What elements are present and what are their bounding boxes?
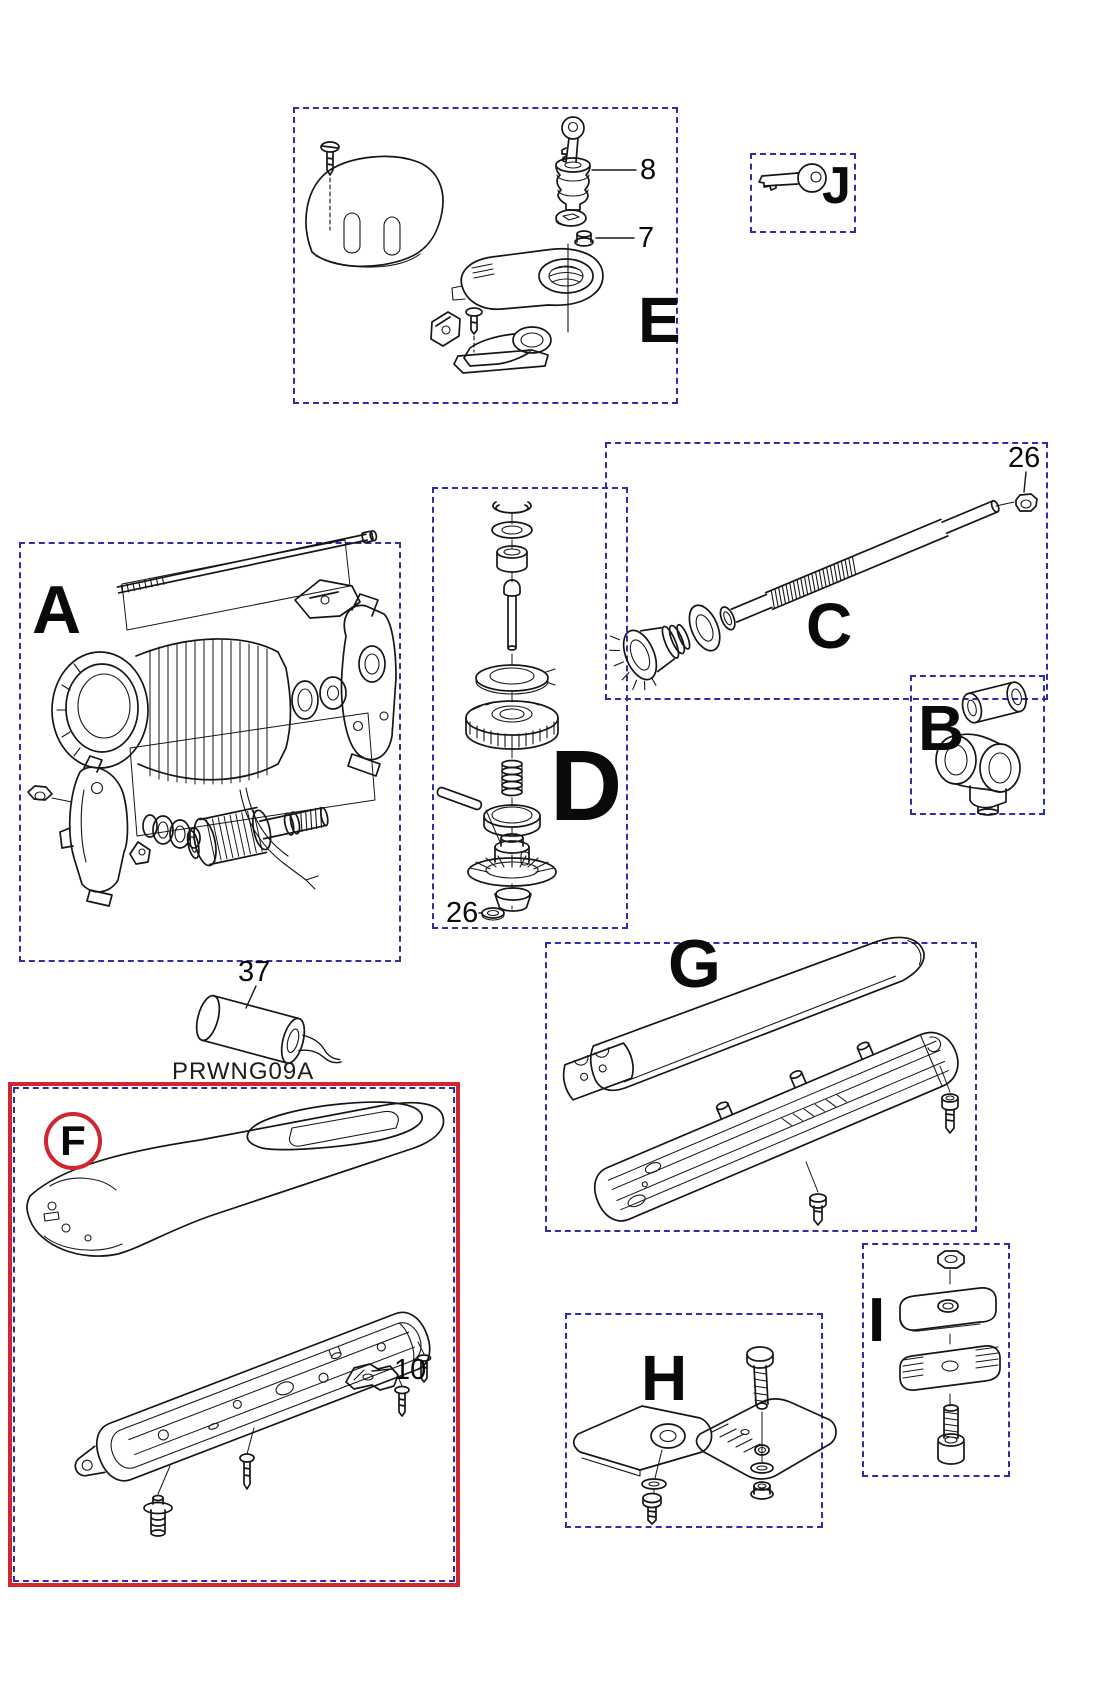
callout-lock-nut: 7 — [638, 222, 655, 254]
section-label-g: G — [668, 926, 721, 1002]
section-box-g — [545, 942, 977, 1232]
callout-release-bracket: 10 — [394, 1354, 427, 1386]
section-label-i: I — [868, 1286, 886, 1355]
section-label-e: E — [638, 284, 681, 356]
section-box-e — [293, 107, 678, 404]
section-box-f-inner-border — [13, 1087, 455, 1582]
callout-capacitor: 37 — [238, 956, 271, 988]
section-label-c: C — [806, 590, 853, 662]
callout-lock-cylinder: 8 — [640, 154, 657, 186]
section-label-j: J — [822, 157, 851, 215]
section-label-f-circled: F — [44, 1112, 102, 1170]
section-label-h: H — [641, 1342, 688, 1414]
section-box-j — [750, 153, 856, 233]
section-box-h — [565, 1313, 823, 1528]
section-label-f: F — [60, 1117, 86, 1164]
section-box-i — [862, 1243, 1010, 1477]
section-box-d — [432, 487, 628, 929]
section-label-b: B — [918, 692, 965, 764]
section-label-a: A — [32, 572, 82, 648]
product-code: PRWNG09A — [172, 1058, 315, 1085]
callout-screw-end-nut: 26 — [1008, 442, 1041, 474]
section-box-f-highlighted — [8, 1082, 460, 1587]
callout-gear-washer: 26 — [446, 897, 479, 929]
section-label-d: D — [550, 730, 623, 842]
section-box-c — [605, 442, 1048, 700]
